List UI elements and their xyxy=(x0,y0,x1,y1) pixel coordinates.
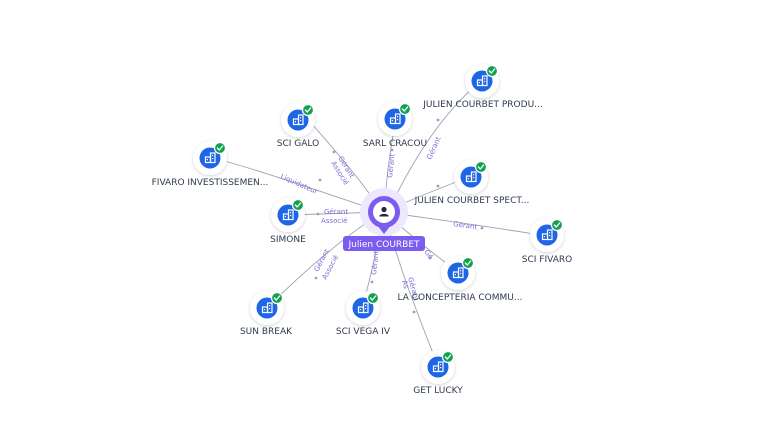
building-icon xyxy=(421,350,455,384)
node-label: FIVARO INVESTISSEMEN... xyxy=(152,178,269,188)
node-la-concepteria[interactable]: LA CONCEPTERIA COMMU... xyxy=(398,256,523,303)
node-label: SCI GALO xyxy=(277,139,319,149)
node-simone[interactable]: SIMONE xyxy=(270,198,306,245)
edge-arrows xyxy=(314,118,484,314)
building-icon xyxy=(441,256,475,290)
node-label: SUN BREAK xyxy=(240,327,293,337)
node-sci-vega-iv[interactable]: SCI VEGA IV xyxy=(336,291,391,337)
edge-label-fivaro-liquidateur: Liquidateur xyxy=(279,173,319,197)
node-sarl-cracou[interactable]: SARL CRACOU xyxy=(363,102,427,149)
edge-label-vega-gerant: Gérant xyxy=(370,250,380,275)
node-get-lucky[interactable]: GET LUCKY xyxy=(413,350,463,396)
node-label: JULIEN COURBET PRODU... xyxy=(422,100,542,110)
node-sci-fivaro[interactable]: SCI FIVARO xyxy=(522,218,572,265)
person-icon xyxy=(379,206,389,217)
building-icon xyxy=(378,102,412,136)
building-icon xyxy=(281,103,315,137)
building-icon xyxy=(530,218,564,252)
center-label-badge xyxy=(343,236,425,251)
building-icon xyxy=(346,291,380,325)
node-label: JULIEN COURBET SPECT... xyxy=(414,196,530,206)
center-label: Julien COURBET xyxy=(347,240,420,250)
node-sci-galo[interactable]: SCI GALO xyxy=(277,103,319,149)
node-sun-break[interactable]: SUN BREAK xyxy=(240,291,293,337)
building-icon xyxy=(193,141,227,175)
building-icon xyxy=(465,64,499,98)
node-label: SCI FIVARO xyxy=(522,255,572,265)
node-label: SCI VEGA IV xyxy=(336,327,391,337)
building-icon xyxy=(454,160,488,194)
center-pin xyxy=(377,225,391,234)
node-label: GET LUCKY xyxy=(413,386,463,396)
node-julien-courbet-spect[interactable]: JULIEN COURBET SPECT... xyxy=(414,160,530,206)
node-julien-courbet-produ[interactable]: JULIEN COURBET PRODU... xyxy=(422,64,543,110)
center-node[interactable]: Julien COURBET xyxy=(343,188,425,251)
node-label: SARL CRACOU xyxy=(363,139,427,149)
edge-label-concepteria-ge: Gé xyxy=(422,248,434,261)
edge-label-cracou-gerant: Gérant xyxy=(386,153,396,178)
edge-label-simone-associe: Associé xyxy=(321,217,347,225)
node-fivaro-investissemen[interactable]: FIVARO INVESTISSEMEN... xyxy=(152,141,269,188)
node-label: LA CONCEPTERIA COMMU... xyxy=(398,293,523,303)
edge-label-simone-gerant: Gérant xyxy=(324,208,348,216)
edge-label-scifivaro-gerant: Gérant xyxy=(453,220,478,231)
building-icon xyxy=(271,198,305,232)
edge-label-lucky-as: As xyxy=(400,279,410,290)
building-icon xyxy=(250,291,284,325)
edge-label-produ-gerant: Gérant xyxy=(426,135,443,160)
node-label: SIMONE xyxy=(270,235,306,245)
